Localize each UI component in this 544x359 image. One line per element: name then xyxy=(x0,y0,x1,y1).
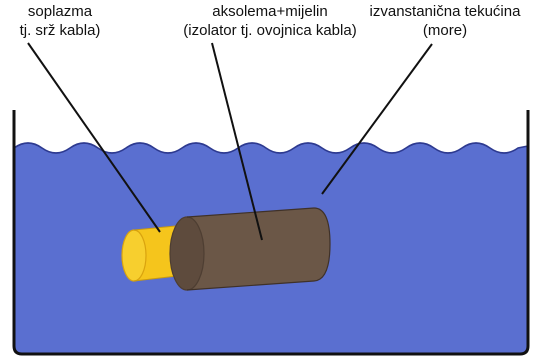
cable-sheath-end xyxy=(170,217,204,290)
cable-core-end xyxy=(122,230,146,281)
cable-sheath xyxy=(170,208,330,290)
